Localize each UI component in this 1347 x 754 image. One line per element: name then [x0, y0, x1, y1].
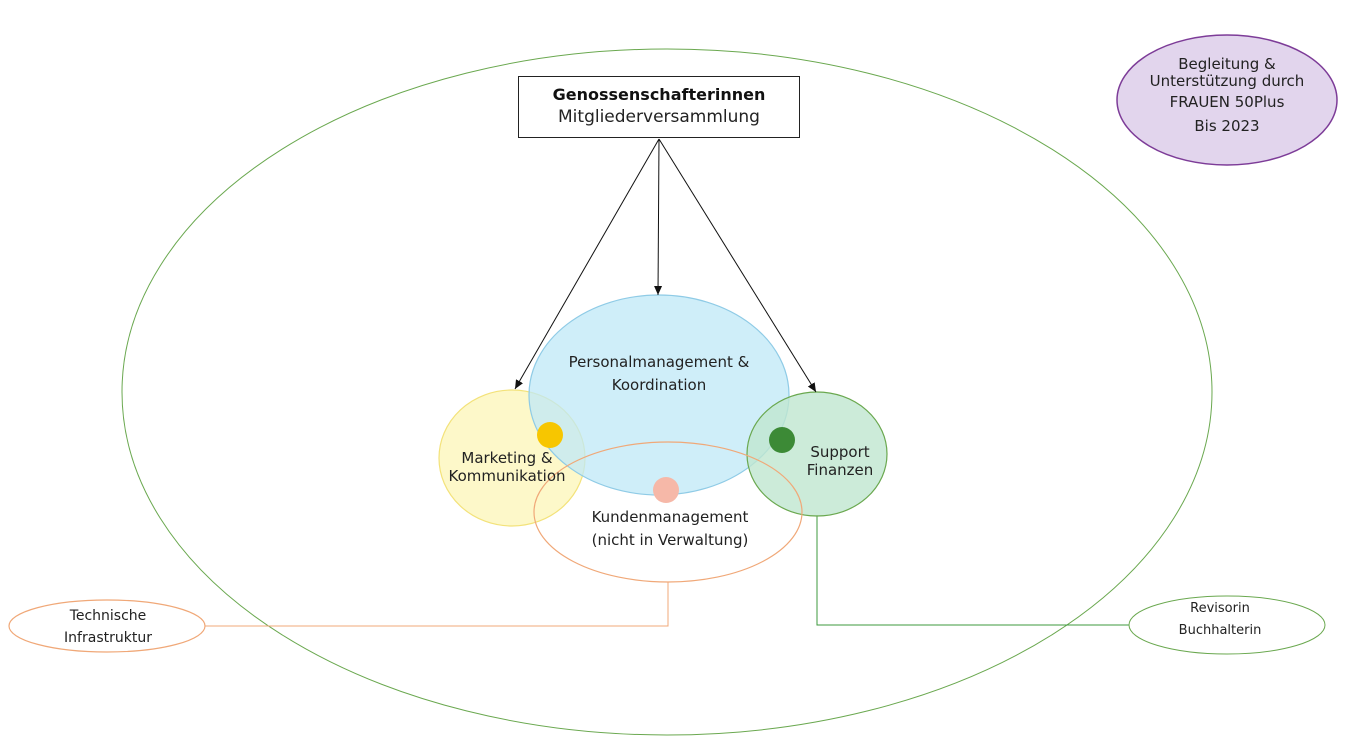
begleitung-line1: Begleitung & [1178, 55, 1276, 73]
revisorin-connector [816, 515, 1130, 626]
pink-dot [653, 477, 679, 503]
begleitung-line2: Unterstützung durch [1149, 72, 1305, 90]
support-circle [746, 391, 888, 517]
technische-connector [205, 582, 669, 627]
kunden-label: Kundenmanagement (nicht in Verwaltung) [570, 506, 770, 552]
support-line2: Finanzen [806, 461, 874, 479]
outer-ellipse [121, 48, 1213, 736]
support-label: Support Finanzen [800, 443, 880, 479]
kunden-circle [533, 441, 803, 583]
technische-label: Technische Infrastruktur [38, 605, 178, 649]
top-box: Genossenschafterinnen Mitgliederversamml… [518, 76, 800, 138]
personal-line1: Personalmanagement & [568, 353, 750, 371]
kunden-line2: (nicht in Verwaltung) [591, 531, 749, 549]
marketing-line1: Marketing & [461, 449, 553, 467]
top-box-subtitle: Mitgliederversammlung [558, 107, 760, 128]
marketing-line2: Kommunikation [448, 467, 566, 485]
revisorin-line2: Buchhalterin [1178, 623, 1262, 638]
begleitung-line4: Bis 2023 [1194, 117, 1260, 135]
marketing-label: Marketing & Kommunikation [440, 449, 574, 485]
support-line1: Support [810, 443, 870, 461]
personal-label: Personalmanagement & Koordination [559, 351, 759, 397]
begleitung-ellipse [1116, 34, 1338, 166]
begleitung-label: Begleitung & Unterstützung durch FRAUEN … [1142, 56, 1312, 138]
green-dot [769, 427, 795, 453]
arrow-to-marketing [514, 138, 660, 390]
arrow-to-support [658, 138, 817, 393]
arrow-to-personal [654, 138, 663, 296]
personal-line2: Koordination [611, 376, 707, 394]
revisorin-line1: Revisorin [1190, 601, 1250, 616]
top-box-title: Genossenschafterinnen [552, 84, 766, 104]
revisorin-ellipse [1128, 595, 1326, 655]
yellow-dot [537, 422, 563, 448]
technische-line1: Technische [69, 608, 147, 624]
technische-line2: Infrastruktur [64, 630, 152, 646]
begleitung-line3: FRAUEN 50Plus [1169, 93, 1285, 111]
revisorin-label: Revisorin Buchhalterin [1160, 598, 1280, 642]
kunden-line1: Kundenmanagement [591, 508, 749, 526]
technische-ellipse [8, 599, 206, 653]
